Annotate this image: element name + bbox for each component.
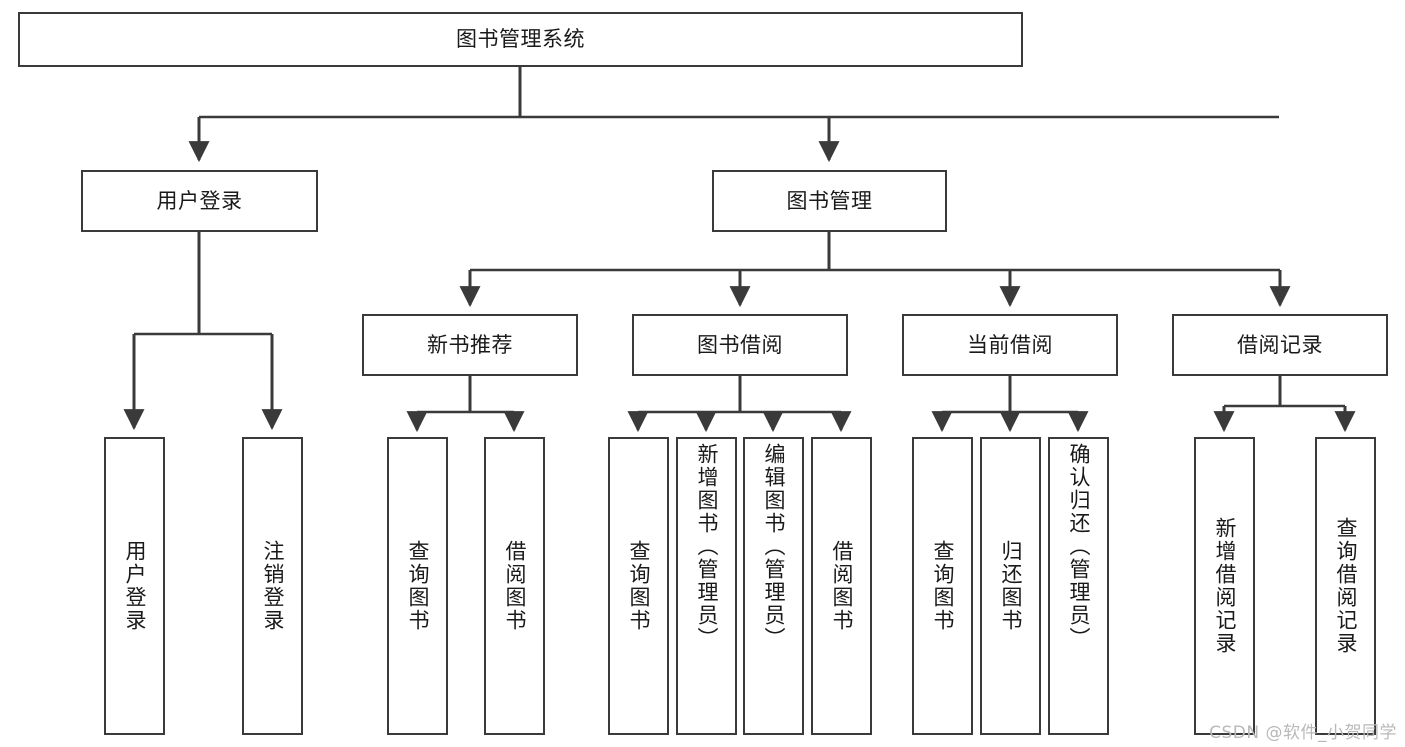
node-label: 用户登录	[156, 188, 243, 213]
leaf-add-borrow-record[interactable]: 新增借阅记录	[1194, 437, 1255, 735]
node-label: 查询图书	[931, 540, 955, 632]
leaf-query-book-current[interactable]: 查询图书	[912, 437, 973, 735]
node-label: 当前借阅	[967, 332, 1053, 357]
leaf-return-book[interactable]: 归还图书	[980, 437, 1041, 735]
leaf-logout[interactable]: 注销登录	[242, 437, 303, 735]
node-current-borrow[interactable]: 当前借阅	[902, 314, 1118, 376]
leaf-borrow-book[interactable]: 借阅图书	[811, 437, 872, 735]
leaf-user-login[interactable]: 用户登录	[104, 437, 165, 735]
node-label: 确认归还（管理员）	[1067, 443, 1091, 650]
node-borrow-record[interactable]: 借阅记录	[1172, 314, 1388, 376]
node-label: 查询图书	[627, 540, 651, 632]
node-label: 新书推荐	[427, 332, 513, 357]
node-label: 借阅图书	[503, 540, 527, 632]
node-user-login[interactable]: 用户登录	[81, 170, 318, 232]
leaf-confirm-return[interactable]: 确认归还（管理员）	[1048, 437, 1109, 735]
node-label: 归还图书	[999, 540, 1023, 632]
node-label: 注销登录	[261, 540, 285, 632]
node-label: 图书管理	[786, 188, 873, 213]
node-label: 编辑图书（管理员）	[762, 443, 786, 650]
leaf-borrow-book-recommend[interactable]: 借阅图书	[484, 437, 545, 735]
node-label: 借阅记录	[1237, 332, 1323, 357]
node-label: 图书借阅	[697, 332, 783, 357]
leaf-edit-book[interactable]: 编辑图书（管理员）	[743, 437, 804, 735]
leaf-add-book[interactable]: 新增图书（管理员）	[676, 437, 737, 735]
node-label: 新增借阅记录	[1213, 517, 1237, 655]
node-label: 借阅图书	[830, 540, 854, 632]
leaf-query-book-recommend[interactable]: 查询图书	[387, 437, 448, 735]
node-label: 图书管理系统	[456, 27, 585, 52]
csdn-watermark: CSDN @软件_小贺同学	[1209, 723, 1397, 743]
node-book-manage[interactable]: 图书管理	[712, 170, 947, 232]
node-book-borrow[interactable]: 图书借阅	[632, 314, 848, 376]
node-new-book-recommend[interactable]: 新书推荐	[362, 314, 578, 376]
node-label: 用户登录	[123, 540, 147, 632]
node-label: 新增图书（管理员）	[695, 443, 719, 650]
node-label: 查询借阅记录	[1334, 517, 1358, 655]
node-label: 查询图书	[406, 540, 430, 632]
node-root-book-management-system[interactable]: 图书管理系统	[18, 12, 1023, 67]
leaf-query-borrow-record[interactable]: 查询借阅记录	[1315, 437, 1376, 735]
leaf-query-book-borrow[interactable]: 查询图书	[608, 437, 669, 735]
